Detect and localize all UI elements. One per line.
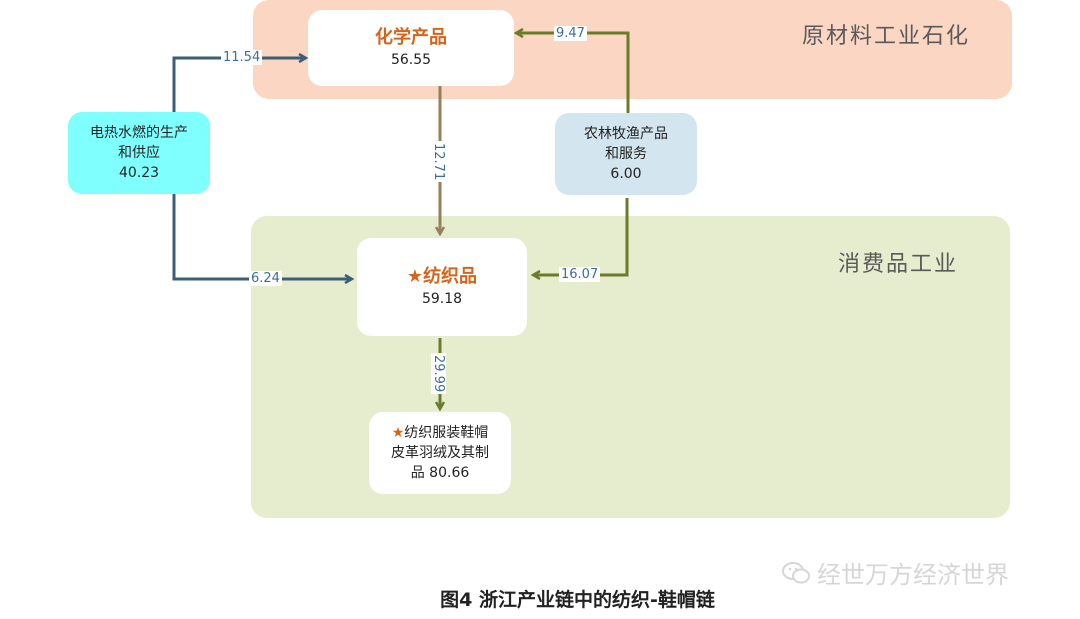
node-agri-line2: 和服务 bbox=[605, 146, 647, 162]
region-title-consumer-goods: 消费品工业 bbox=[838, 252, 959, 277]
node-power-line1: 电热水燃的生产 bbox=[90, 125, 188, 141]
figure-caption: 图4 浙江产业链中的纺织-鞋帽链 bbox=[440, 589, 715, 611]
node-apparel-line3: 品 80.66 bbox=[410, 465, 470, 481]
edge-label-power-to-textile: 6.24 bbox=[249, 271, 282, 286]
node-chemical-products: 化学产品 56.55 bbox=[308, 10, 514, 86]
edge-agri-to-textile bbox=[533, 198, 629, 275]
node-textiles: ★纺织品 59.18 bbox=[357, 238, 527, 336]
edge-label-textile-to-apparel: 29.99 bbox=[431, 353, 446, 395]
node-agri-value: 6.00 bbox=[610, 166, 642, 182]
watermark: 经世万方经济世界 bbox=[781, 555, 1009, 590]
node-textiles-value: 59.18 bbox=[421, 291, 463, 307]
node-chemical-value: 56.55 bbox=[390, 52, 432, 68]
edge-agri-to-chemical bbox=[516, 33, 630, 113]
node-agriculture: 农林牧渔产品 和服务 6.00 bbox=[555, 113, 697, 195]
node-apparel: ★纺织服装鞋帽 皮革羽绒及其制 品 80.66 bbox=[369, 412, 511, 494]
edge-label-agri-to-chemical: 9.47 bbox=[554, 26, 587, 41]
region-title-petrochemical: 原材料工业石化 bbox=[802, 24, 971, 49]
node-textiles-title-text: 纺织品 bbox=[423, 266, 478, 287]
watermark-text: 经世万方经济世界 bbox=[817, 561, 1009, 589]
node-apparel-line1-text: 纺织服装鞋帽 bbox=[404, 425, 489, 441]
edge-label-chemical-to-textile: 12.71 bbox=[431, 141, 446, 183]
node-textiles-title: ★纺织品 bbox=[407, 265, 477, 289]
node-power-value: 40.23 bbox=[118, 165, 160, 181]
node-power-supply: 电热水燃的生产 和供应 40.23 bbox=[68, 112, 210, 194]
star-icon: ★ bbox=[391, 425, 405, 441]
wechat-icon bbox=[782, 561, 810, 583]
star-icon: ★ bbox=[406, 266, 424, 287]
edge-power-to-chemical bbox=[172, 58, 306, 112]
node-agri-line1: 农林牧渔产品 bbox=[584, 126, 668, 142]
node-apparel-line1: ★纺织服装鞋帽 bbox=[392, 423, 489, 443]
edge-label-power-to-chemical: 11.54 bbox=[221, 50, 263, 65]
edge-power-to-textile bbox=[172, 194, 352, 279]
edge-label-agri-to-textile: 16.07 bbox=[559, 267, 601, 282]
node-chemical-title: 化学产品 bbox=[375, 27, 447, 48]
node-power-line2: 和供应 bbox=[118, 145, 160, 161]
node-apparel-line2: 皮革羽绒及其制 bbox=[391, 445, 489, 461]
